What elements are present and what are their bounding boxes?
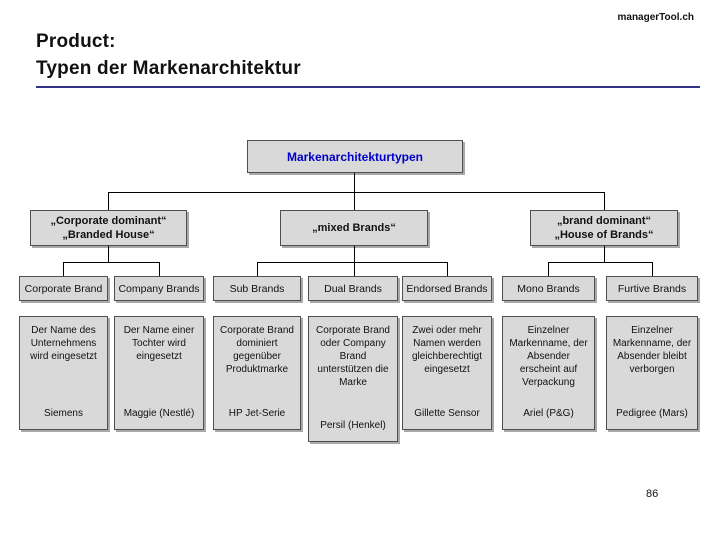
type-label: Company Brands: [118, 282, 200, 295]
type-box-furtive-brands: Furtive Brands: [606, 276, 698, 301]
diagram-root-box: Markenarchitekturtypen: [247, 140, 463, 173]
connector-root-stem: [354, 173, 355, 192]
connector-drop-group1: [108, 193, 109, 210]
group-box-corporate-dominant: „Corporate dominant“ „Branded House“: [30, 210, 187, 246]
connector-drop-type1: [63, 263, 64, 276]
group-label-line1: „Corporate dominant“: [50, 215, 167, 227]
type-example: Pedigree (Mars): [616, 408, 688, 419]
type-description: Corporate Brand oder Company Brand unter…: [316, 325, 390, 388]
brand-logo-text: managerTool.ch: [617, 12, 695, 23]
detail-box-furtive-brands: Einzelner Markenname, der Absender bleib…: [606, 316, 698, 430]
detail-box-corporate-brand: Der Name des Unternehmens wird eingesetz…: [19, 316, 108, 430]
connector-drop-group2: [354, 193, 355, 210]
type-box-company-brands: Company Brands: [114, 276, 204, 301]
group-label-line2: „House of Brands“: [554, 229, 654, 241]
title-underline: [36, 86, 700, 88]
group-label-line2: „Branded House“: [62, 229, 155, 241]
connector-drop-type3: [257, 263, 258, 276]
detail-box-company-brands: Der Name einer Tochter wird eingesetzt M…: [114, 316, 204, 430]
connector-group2-stem: [354, 246, 355, 276]
type-example: Siemens: [44, 408, 83, 419]
connector-group2-bar: [257, 262, 448, 263]
type-example: Maggie (Nestlé): [123, 408, 195, 419]
group-label-line1: „mixed Brands“: [312, 222, 396, 234]
connector-group3-bar: [548, 262, 653, 263]
connector-drop-type5: [447, 263, 448, 276]
type-label: Dual Brands: [324, 282, 382, 295]
type-label: Furtive Brands: [617, 282, 687, 295]
detail-box-dual-brands: Corporate Brand oder Company Brand unter…: [308, 316, 398, 442]
group-label-line1: „brand dominant“: [556, 215, 652, 227]
type-description: Corporate Brand dominiert gegenüber Prod…: [220, 325, 294, 375]
type-description: Der Name des Unternehmens wird eingesetz…: [30, 325, 97, 362]
type-example: HP Jet-Serie: [228, 408, 286, 419]
type-description: Der Name einer Tochter wird eingesetzt: [123, 325, 195, 362]
connector-group1-stem: [108, 246, 109, 263]
connector-drop-group3: [604, 193, 605, 210]
connector-drop-type2: [159, 263, 160, 276]
detail-box-mono-brands: Einzelner Markenname, der Absender ersch…: [502, 316, 595, 430]
connector-group1-bar: [63, 262, 160, 263]
connector-drop-type6: [548, 263, 549, 276]
diagram-root-label: Markenarchitekturtypen: [286, 149, 424, 164]
type-box-endorsed-brands: Endorsed Brands: [402, 276, 492, 301]
type-box-dual-brands: Dual Brands: [308, 276, 398, 301]
detail-box-endorsed-brands: Zwei oder mehr Namen werden gleichberech…: [402, 316, 492, 430]
connector-drop-type7: [652, 263, 653, 276]
group-box-brand-dominant: „brand dominant“ „House of Brands“: [530, 210, 678, 246]
type-box-corporate-brand: Corporate Brand: [19, 276, 108, 301]
page-title-line2: Typen der Markenarchitektur: [36, 58, 301, 79]
group-box-mixed-brands: „mixed Brands“: [280, 210, 428, 246]
type-box-sub-brands: Sub Brands: [213, 276, 301, 301]
type-label: Sub Brands: [229, 282, 285, 295]
type-description: Einzelner Markenname, der Absender bleib…: [612, 325, 692, 375]
page-title-line1: Product:: [36, 31, 116, 52]
type-label: Endorsed Brands: [406, 282, 488, 295]
page-title: Product: Typen der Markenarchitektur: [36, 28, 301, 82]
page-number: 86: [646, 488, 659, 500]
type-example: Gillette Sensor: [414, 408, 480, 419]
type-example: Ariel (P&G): [523, 408, 574, 419]
connector-group3-stem: [604, 246, 605, 263]
connector-level1-bar: [108, 192, 605, 193]
type-description: Zwei oder mehr Namen werden gleichberech…: [411, 325, 483, 375]
type-example: Persil (Henkel): [320, 420, 386, 431]
type-label: Corporate Brand: [24, 282, 103, 295]
type-box-mono-brands: Mono Brands: [502, 276, 595, 301]
type-label: Mono Brands: [517, 282, 580, 295]
type-description: Einzelner Markenname, der Absender ersch…: [509, 325, 588, 388]
detail-box-sub-brands: Corporate Brand dominiert gegenüber Prod…: [213, 316, 301, 430]
